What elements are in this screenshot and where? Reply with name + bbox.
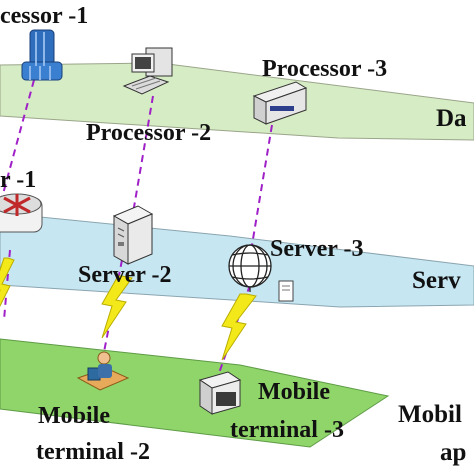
router-icon bbox=[0, 193, 43, 233]
tower-server-icon bbox=[21, 29, 63, 81]
lightning-link-icon bbox=[221, 293, 257, 361]
document-icon bbox=[278, 280, 294, 302]
terminal-layer-label-line2: ap bbox=[440, 439, 467, 466]
processor-1-label: cessor -1 bbox=[0, 3, 89, 29]
dashed-link-1 bbox=[0, 79, 35, 206]
mobile-terminal-3-line1: Mobile bbox=[258, 379, 330, 405]
dashed-link-2 bbox=[132, 95, 154, 214]
mobile-terminal-2-line1: Mobile bbox=[38, 403, 110, 429]
data-layer-plane bbox=[0, 62, 474, 141]
terminal-monitor-icon bbox=[198, 371, 242, 415]
terminal-layer-label-line1: Mobil bbox=[398, 401, 462, 428]
network-device-icon bbox=[252, 81, 308, 125]
terminal-layer-plane bbox=[0, 338, 390, 448]
processor-3-label: Processor -3 bbox=[262, 56, 388, 82]
desktop-computer-icon bbox=[122, 47, 173, 95]
user-at-desk-icon bbox=[76, 351, 130, 391]
server-2-label: Server -2 bbox=[78, 262, 172, 288]
dashed-link-3 bbox=[251, 124, 273, 246]
router-1-label: r -1 bbox=[0, 167, 37, 193]
processor-2-label: Processor -2 bbox=[86, 120, 212, 146]
dashed-link-4 bbox=[103, 259, 123, 353]
server-layer-label: Serv bbox=[412, 267, 461, 294]
globe-icon bbox=[228, 244, 272, 292]
mobile-terminal-2-line2: terminal -2 bbox=[36, 439, 150, 465]
server-tower-icon bbox=[112, 205, 154, 265]
lightning-link-icon bbox=[101, 275, 133, 339]
server-3-label: Server -3 bbox=[270, 236, 364, 262]
data-layer-label: Da bbox=[436, 105, 467, 132]
mobile-terminal-3-line2: terminal -3 bbox=[230, 417, 344, 443]
lightning-link-icon bbox=[0, 257, 15, 308]
